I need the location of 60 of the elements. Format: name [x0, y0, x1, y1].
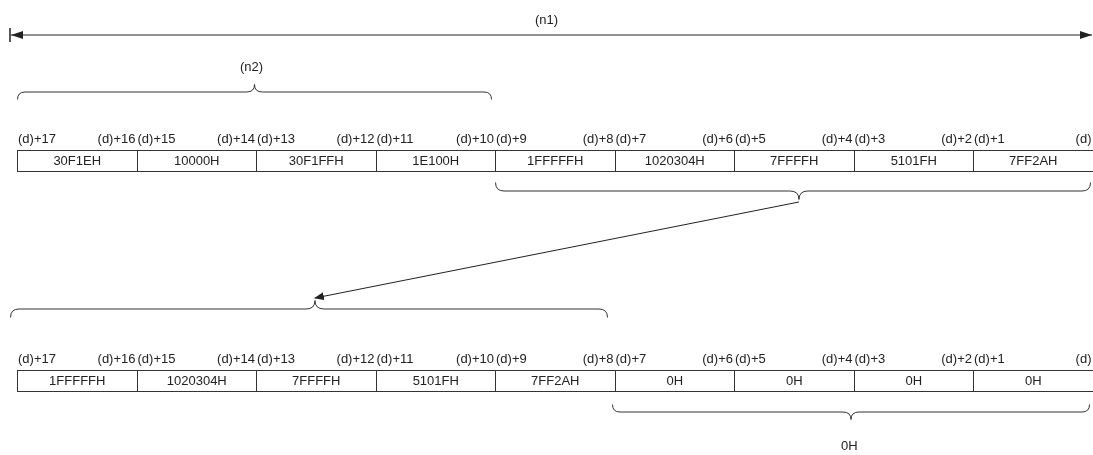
- device-label: (d)+13: [257, 350, 295, 368]
- device-label: (d)+15: [137, 130, 176, 148]
- register-cell: 0H: [853, 370, 974, 392]
- device-label: (d)+1: [974, 130, 1005, 148]
- device-label: (d)+2: [941, 350, 972, 368]
- device-label: (d)+8: [582, 350, 614, 368]
- register-cell: 1FFFFFH: [495, 150, 616, 172]
- register-cell: 0H: [973, 370, 1093, 392]
- device-label: (d)+3: [854, 350, 886, 368]
- register-cell: 7FF2AH: [495, 370, 616, 392]
- register-cell: 10000H: [136, 150, 257, 172]
- device-label: (d)+6: [702, 130, 733, 148]
- device-label: (d)+9: [496, 130, 527, 148]
- device-label: (d)+4: [821, 130, 853, 148]
- brace-label: 0H: [841, 437, 858, 455]
- device-label: (d)+6: [702, 350, 733, 368]
- device-label: (d)+10: [456, 130, 494, 148]
- device-label: (d)+5: [735, 130, 766, 148]
- register-cell: 1E100H: [375, 150, 496, 172]
- device-label: (d)+4: [821, 350, 853, 368]
- device-label: (d)+12: [336, 350, 375, 368]
- device-label: (d): [1075, 130, 1092, 148]
- register-cell: 7FFFFH: [734, 150, 855, 172]
- device-label: (d): [1075, 350, 1092, 368]
- curly-brace: [10, 300, 608, 318]
- device-label: (d)+11: [376, 350, 414, 368]
- device-label: (d)+7: [615, 130, 647, 148]
- device-label: (d)+17: [18, 350, 56, 368]
- register-cell: 0H: [734, 370, 855, 392]
- register-cell: 0H: [614, 370, 735, 392]
- arrow: [314, 201, 800, 301]
- device-label: (d)+1: [974, 350, 1005, 368]
- device-label: (d)+10: [456, 350, 494, 368]
- curly-brace: [495, 182, 1091, 200]
- register-cell: 30F1FFH: [256, 150, 377, 172]
- device-label: (d)+15: [137, 350, 176, 368]
- register-cell: 7FF2AH: [973, 150, 1093, 172]
- device-label: (d)+8: [582, 130, 614, 148]
- device-label: (d)+12: [336, 130, 375, 148]
- device-label: (d)+2: [941, 130, 972, 148]
- device-label: (d)+14: [217, 350, 255, 368]
- register-cell: 30F1EH: [17, 150, 138, 172]
- register-cell: 7FFFFH: [256, 370, 377, 392]
- brace-label: (n2): [240, 58, 264, 76]
- device-label: (d)+7: [615, 350, 647, 368]
- register-cell: 5101FH: [853, 150, 974, 172]
- register-cell: 1FFFFFH: [17, 370, 138, 392]
- device-label: (d)+5: [735, 350, 766, 368]
- device-label: (d)+9: [496, 350, 527, 368]
- device-label: (d)+13: [257, 130, 295, 148]
- register-cell: 1020304H: [614, 150, 735, 172]
- device-label: (d)+3: [854, 130, 886, 148]
- device-label: (d)+11: [376, 130, 414, 148]
- register-cell: 5101FH: [375, 370, 496, 392]
- device-label: (d)+16: [97, 130, 136, 148]
- device-label: (d)+17: [18, 130, 56, 148]
- device-label: (d)+16: [97, 350, 136, 368]
- device-label: (d)+14: [217, 130, 255, 148]
- register-cell: 1020304H: [136, 370, 257, 392]
- dimension-label: (n1): [535, 11, 559, 29]
